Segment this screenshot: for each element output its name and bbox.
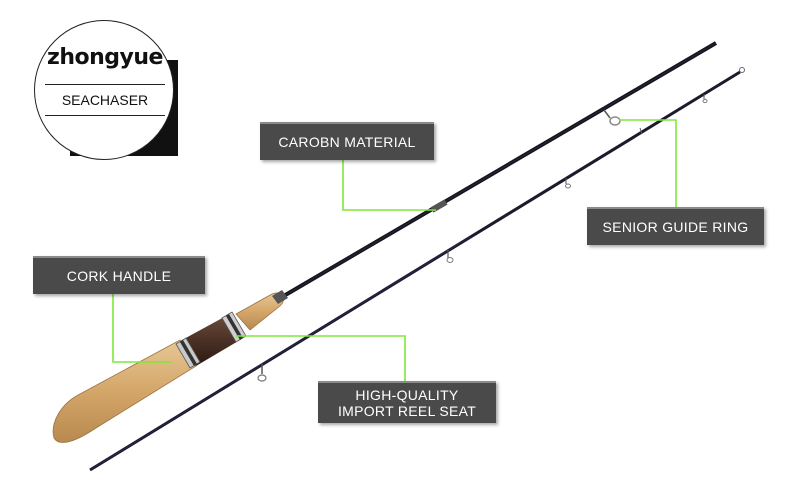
butt-section <box>89 67 745 472</box>
guide-ring-icon <box>639 127 643 135</box>
logo-circle: zhongyue SEACHASER <box>34 20 174 160</box>
callout-text: SENIOR GUIDE RING <box>602 219 749 235</box>
callout-cork-handle: CORK HANDLE <box>33 256 205 294</box>
callout-text: CAROBN MATERIAL <box>278 134 416 150</box>
brand-logo: zhongyue SEACHASER <box>34 20 184 160</box>
guide-ring-icon <box>702 94 708 104</box>
guide-ring-icon <box>565 178 571 189</box>
rear-cork-grip <box>52 339 197 443</box>
logo-subbrand: SEACHASER <box>45 84 165 116</box>
tip-top-icon <box>739 67 745 73</box>
callout-reel-seat: HIGH-QUALITY IMPORT REEL SEAT <box>318 381 496 423</box>
callout-senior-guide-ring: SENIOR GUIDE RING <box>587 207 764 245</box>
reel-seat-rings <box>175 311 247 369</box>
callout-carbon-material: CAROBN MATERIAL <box>260 122 434 160</box>
leader-lines <box>112 119 677 381</box>
reel-seat-body <box>182 316 240 366</box>
callout-text: CORK HANDLE <box>66 268 172 284</box>
callout-text-line1: HIGH-QUALITY <box>355 387 459 403</box>
logo-brand-name: zhongyue <box>47 45 163 70</box>
rod-with-handle <box>52 41 718 443</box>
guide-ring-icon <box>257 364 267 382</box>
guide-ring-icon <box>603 109 621 126</box>
guide-ring-icon <box>446 250 454 263</box>
callout-text-line2: IMPORT REEL SEAT <box>337 403 477 419</box>
winding-check <box>272 290 288 304</box>
